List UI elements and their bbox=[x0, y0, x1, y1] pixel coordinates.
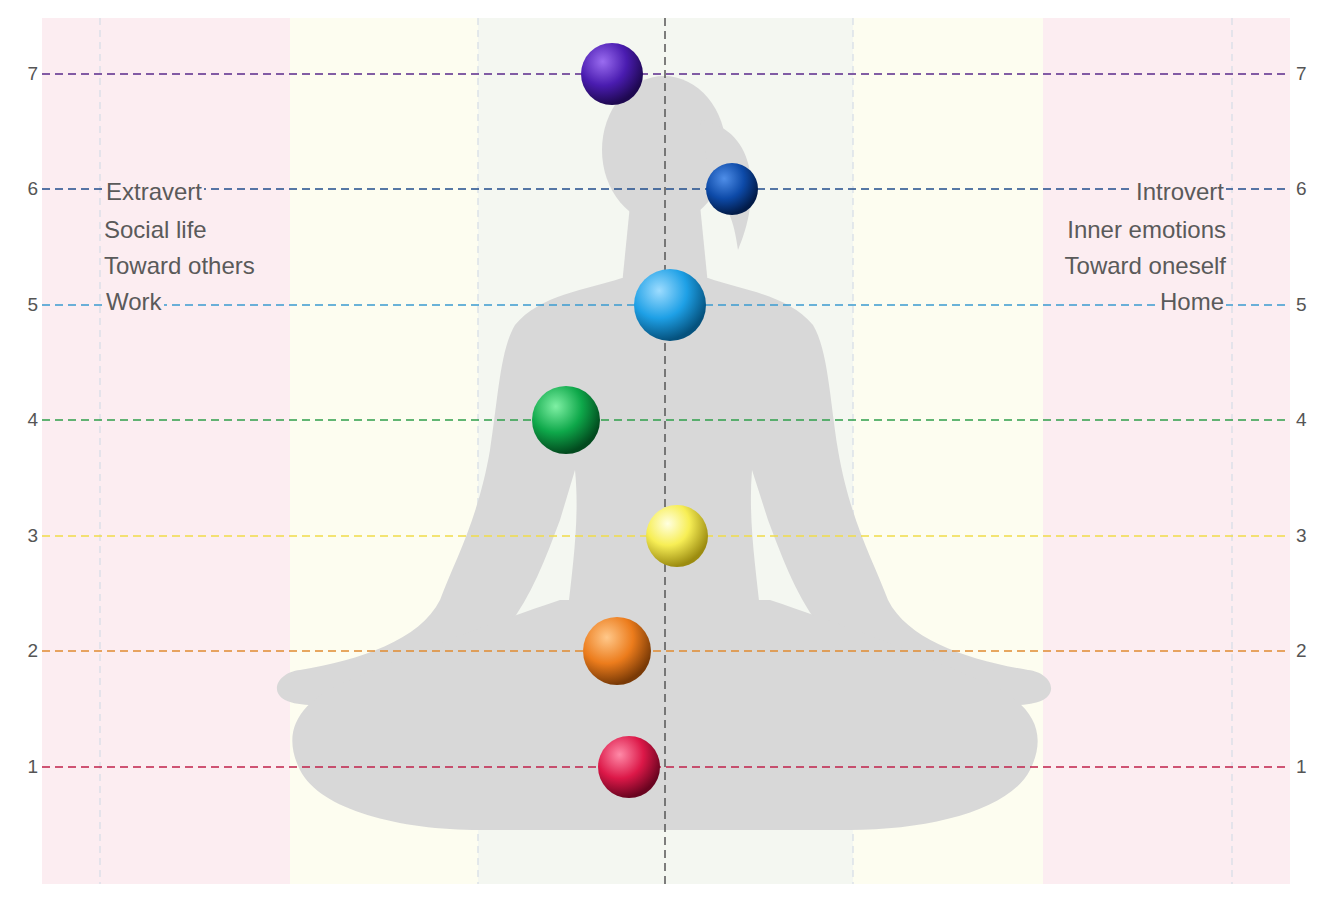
axis-number: 1 bbox=[27, 753, 38, 781]
axis-number: 5 bbox=[1296, 291, 1307, 319]
vertical-grid bbox=[100, 18, 1232, 884]
axis-number: 3 bbox=[1296, 522, 1307, 550]
axis-number: 5 bbox=[27, 291, 38, 319]
chakra-spheres bbox=[532, 43, 758, 798]
trait-label: Introvert bbox=[1134, 178, 1226, 206]
chakra-sphere bbox=[581, 43, 643, 105]
trait-label: Social life bbox=[104, 216, 207, 244]
background-bands bbox=[42, 18, 1290, 884]
chakra-sphere bbox=[706, 163, 758, 215]
center-line bbox=[664, 18, 666, 884]
axis-number: 3 bbox=[27, 522, 38, 550]
trait-label: Toward others bbox=[104, 252, 255, 280]
level-lines bbox=[42, 74, 1290, 767]
trait-label: Home bbox=[1158, 288, 1226, 316]
axis-number: 2 bbox=[1296, 637, 1307, 665]
axis-number: 6 bbox=[27, 175, 38, 203]
trait-label: Extravert bbox=[104, 178, 204, 206]
trait-label: Inner emotions bbox=[1067, 216, 1226, 244]
chakra-sphere bbox=[634, 269, 706, 341]
axis-number: 2 bbox=[27, 637, 38, 665]
chakra-sphere bbox=[583, 617, 651, 685]
trait-label: Work bbox=[104, 288, 164, 316]
axis-number: 1 bbox=[1296, 753, 1307, 781]
axis-number: 4 bbox=[1296, 406, 1307, 434]
chakra-sphere bbox=[646, 505, 708, 567]
chakra-sphere bbox=[532, 386, 600, 454]
axis-number: 6 bbox=[1296, 175, 1307, 203]
axis-number: 4 bbox=[27, 406, 38, 434]
chakra-sphere bbox=[598, 736, 660, 798]
axis-number: 7 bbox=[1296, 60, 1307, 88]
trait-label: Toward oneself bbox=[1065, 252, 1226, 280]
axis-number: 7 bbox=[27, 60, 38, 88]
